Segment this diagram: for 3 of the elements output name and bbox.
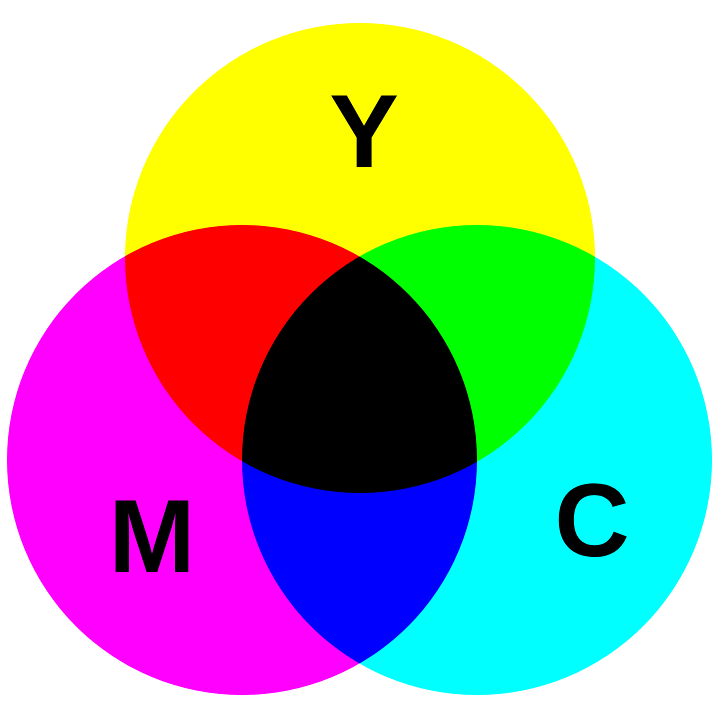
circle-letter: C [554, 469, 630, 573]
circle-letter: M [108, 485, 196, 589]
circle-letter: Y [329, 80, 399, 184]
